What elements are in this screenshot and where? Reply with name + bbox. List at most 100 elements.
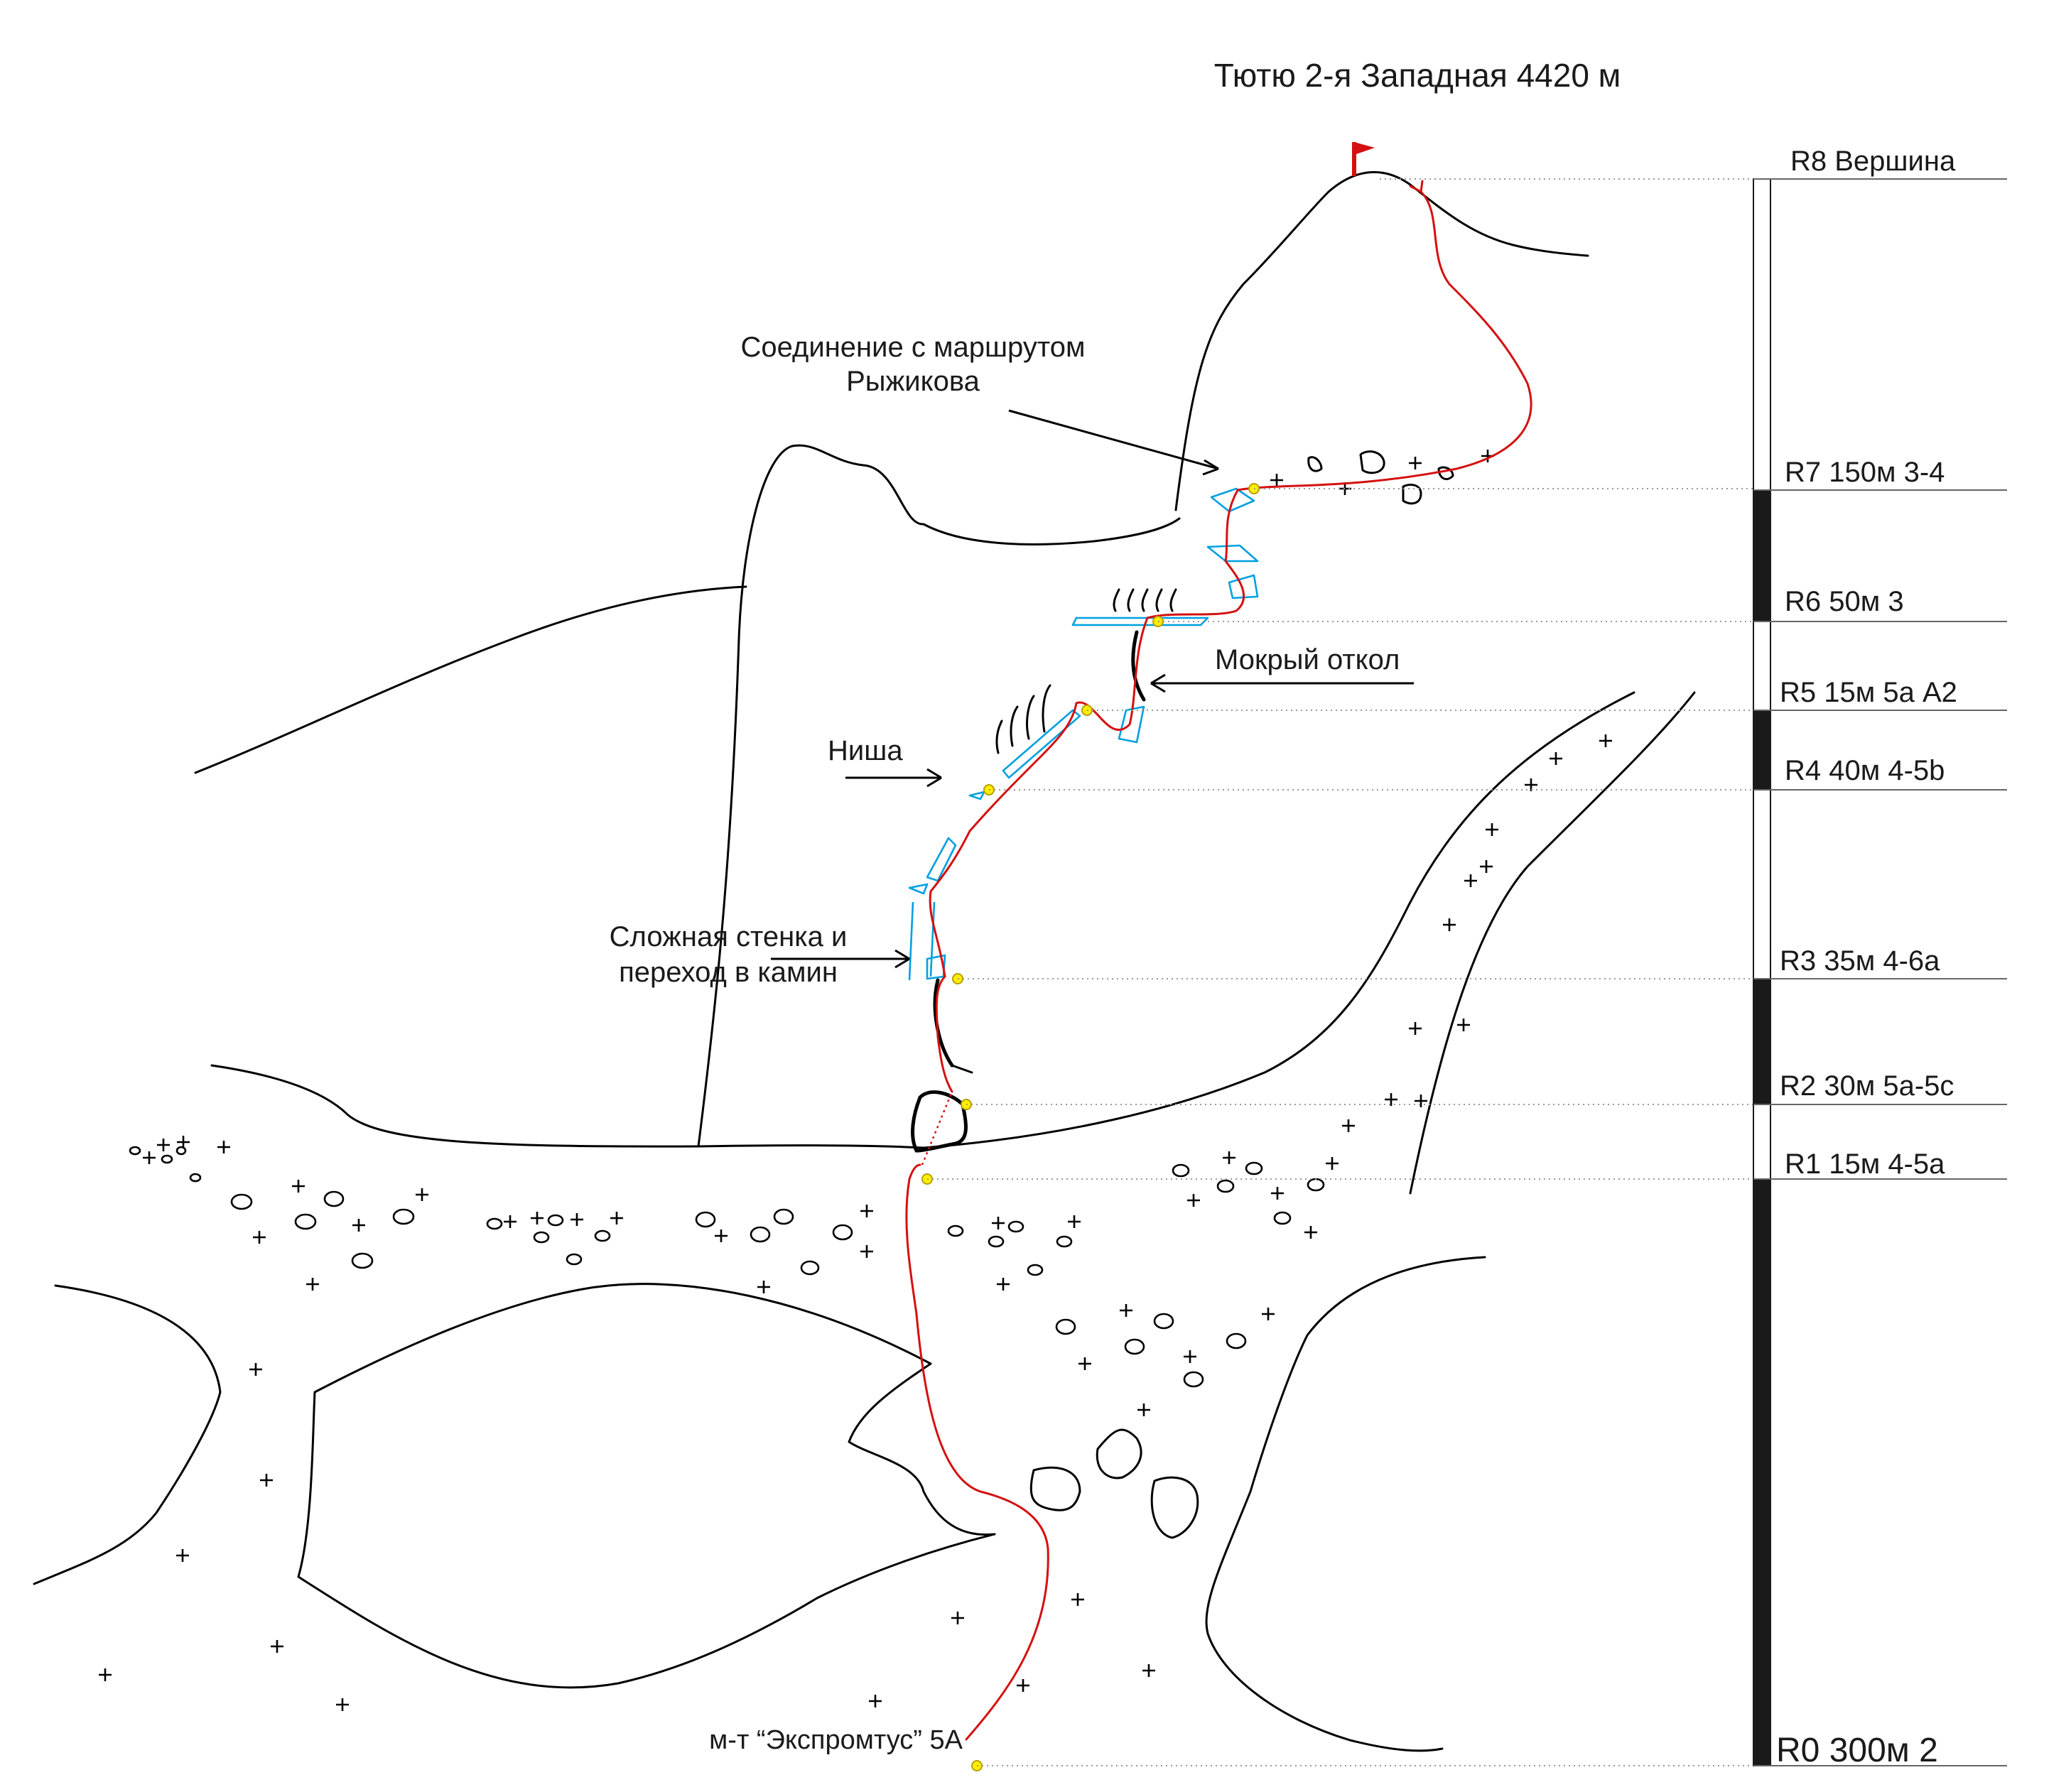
scree-cross-icon <box>1262 1308 1275 1320</box>
belay-stations <box>921 483 1260 1771</box>
hard-wall-label-line2: переход в камин <box>619 957 838 988</box>
cracks <box>911 588 1177 1153</box>
rock-features <box>908 487 1259 981</box>
scree-cross-icon <box>1486 823 1498 836</box>
scree-cross-icon <box>951 1612 964 1624</box>
scree-ring-icon <box>230 1193 253 1210</box>
scree-ring-icon <box>566 1253 583 1266</box>
summit-flag-icon <box>1352 142 1375 176</box>
scree-cross-icon <box>176 1549 189 1562</box>
scree-cross-icon <box>249 1363 262 1376</box>
scree-cross-icon <box>757 1281 770 1293</box>
scree-cross-icon <box>1270 474 1283 487</box>
scree-cross-icon <box>610 1212 623 1224</box>
scree-cross-icon <box>1017 1679 1029 1692</box>
scree-cross-icon <box>352 1219 365 1232</box>
pitch-bar-segment <box>1753 489 1771 622</box>
climbing-route <box>905 180 1532 1741</box>
scree-cross-icon <box>416 1188 428 1201</box>
scree-ring-icon <box>1245 1161 1263 1175</box>
scree-ring-icon <box>773 1208 794 1225</box>
scree-cross-icon <box>217 1141 230 1153</box>
scree-ring-icon <box>323 1190 345 1207</box>
scree-ring-icon <box>1172 1163 1190 1178</box>
pitch-guide-lines <box>927 178 1753 1766</box>
scree-ring-icon <box>947 1224 964 1237</box>
scree-cross-icon <box>992 1217 1005 1229</box>
scree-cross-icon <box>1409 1022 1422 1035</box>
scree-cross-icon <box>177 1136 190 1148</box>
diagram-title: Тютю 2-я Западная 4420 м <box>1214 57 1621 94</box>
scree-ring-icon <box>129 1146 141 1156</box>
pitch-label: R2 30м 5а-5с <box>1780 1070 1954 1102</box>
scree-cross-icon <box>1304 1226 1317 1239</box>
scree-ring-icon <box>533 1231 550 1244</box>
pitch-label: R7 150м 3-4 <box>1785 457 1945 488</box>
pitch-scale: R8 Вершина R7 150м 3-4 R6 50м 3 R5 15м 5… <box>927 146 2007 1769</box>
scree-cross-icon <box>1078 1357 1091 1370</box>
scree-cross-icon <box>1271 1187 1284 1200</box>
scree-ring-icon <box>1124 1338 1145 1355</box>
scree-ring-icon <box>695 1211 716 1228</box>
scree-cross-icon <box>1385 1093 1397 1106</box>
pitch-label: R6 50м 3 <box>1785 586 1904 617</box>
pitch-label: R1 15м 4-5а <box>1785 1148 1945 1180</box>
boulders <box>1029 450 1454 1539</box>
annotations: Соединение с маршрутом Рыжикова Мокрый о… <box>610 332 1414 1755</box>
scree-ring-icon <box>988 1235 1005 1248</box>
scree-cross-icon <box>869 1695 882 1707</box>
scree-cross-icon <box>99 1668 112 1681</box>
pitch-bar-segment <box>1753 178 1771 491</box>
pitch-bars <box>1753 178 1771 1766</box>
scree-ring-icon <box>294 1213 317 1230</box>
scree-cross-icon <box>1480 860 1493 873</box>
scree-cross-icon <box>157 1139 170 1151</box>
scree-ring-icon <box>486 1217 503 1230</box>
scree-cross-icon <box>271 1640 283 1653</box>
scree-cross-icon <box>1068 1215 1081 1228</box>
pitch-label: R0 300м 2 <box>1776 1732 1938 1769</box>
scree-cross-icon <box>143 1151 156 1164</box>
pitch-bar-segment <box>1753 621 1771 711</box>
scree-ring-icon <box>1055 1318 1076 1335</box>
scree-ring-icon <box>750 1226 771 1243</box>
scree-cross-icon <box>860 1205 873 1217</box>
scree-ring-icon <box>832 1224 853 1241</box>
scree-ring-icon <box>1056 1235 1073 1248</box>
pitch-label: R4 40м 4-5b <box>1785 755 1945 786</box>
scree-cross-icon <box>306 1278 319 1291</box>
scree-ring-icon <box>1216 1179 1235 1193</box>
scree-ring-icon <box>175 1146 187 1156</box>
scree-ring-icon <box>351 1252 374 1269</box>
pitch-label: R5 15м 5а А2 <box>1780 677 1957 708</box>
scree-cross-icon <box>860 1245 873 1258</box>
niche-label: Ниша <box>828 735 903 766</box>
scree-ring-icon <box>189 1173 202 1183</box>
scree-ring-icon <box>1007 1220 1024 1233</box>
scree-cross-icon <box>504 1215 517 1228</box>
pitch-bar-segment <box>1753 710 1771 791</box>
pitch-bar-segment <box>1753 1104 1771 1180</box>
junction-arrow <box>1008 409 1219 470</box>
scree-ring-icon <box>1307 1178 1325 1192</box>
scree-cross-icon <box>1326 1157 1339 1170</box>
scree-ring-icon <box>594 1229 611 1242</box>
scree-cross-icon <box>1223 1151 1235 1164</box>
scree-cross-icon <box>715 1229 728 1242</box>
scree-ring-icon <box>392 1208 415 1225</box>
junction-label-line2: Рыжикова <box>846 366 980 397</box>
scree-cross-icon <box>1409 457 1422 469</box>
scree-ring-icon <box>161 1154 173 1164</box>
pitch-label: R8 Вершина <box>1790 146 1956 177</box>
scree-cross-icon <box>1071 1593 1084 1606</box>
scree-cross-icon <box>1120 1304 1132 1317</box>
scree-cross-icon <box>1464 874 1477 887</box>
junction-label-line1: Соединение с маршрутом <box>741 332 1086 363</box>
pitch-ticks <box>1753 178 2007 1766</box>
scree-cross-icon <box>260 1474 273 1487</box>
wet-flake-label: Мокрый откол <box>1215 644 1400 675</box>
scree-ring-icon <box>800 1260 820 1276</box>
scree-ring-icon <box>547 1214 564 1227</box>
scree-cross-icon <box>253 1231 266 1244</box>
